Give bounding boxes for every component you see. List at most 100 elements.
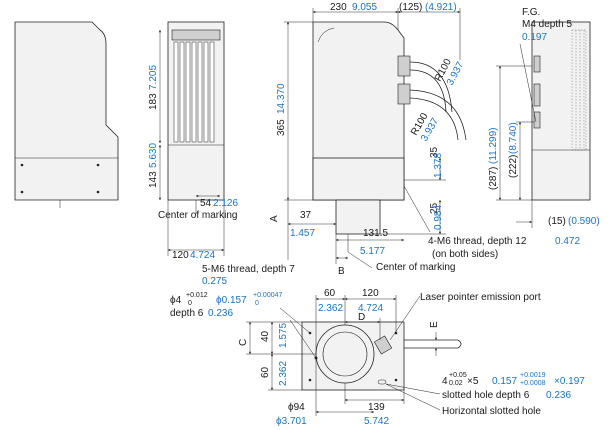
phi4-tol-upper: +0.012	[186, 292, 208, 299]
dim-183-inch: 7.205	[148, 65, 159, 90]
dim-125: (125)	[399, 2, 422, 13]
cooling-fin	[203, 41, 209, 143]
thread-hole	[308, 378, 312, 382]
phi4-inch-tol-lower: 0	[255, 300, 259, 307]
slot-length: ×5	[467, 376, 479, 387]
m6b-thread-label: 5-M6 thread, depth 7	[202, 264, 295, 275]
right-view-outline	[531, 21, 591, 201]
dim-222: (222)	[508, 155, 519, 178]
slot-leader	[385, 383, 441, 395]
left-view-hole	[96, 190, 100, 194]
dim-35-inch: 1.378	[433, 153, 444, 178]
slot-inch-length: ×0.197	[554, 376, 585, 387]
fg-thread-inch: 0.197	[522, 32, 547, 43]
dim-54: 54	[200, 198, 212, 209]
slot-width: 4	[442, 376, 448, 387]
dim-183: 183	[148, 93, 159, 110]
left-side-view	[14, 21, 119, 208]
label-b: B	[338, 266, 345, 277]
slot-inch-tol-lower: +0.0008	[520, 380, 546, 387]
m6-thread-inch: 0.472	[555, 236, 580, 247]
marking-head-body	[312, 157, 405, 201]
dim-365-inch: 14.370	[276, 83, 287, 114]
main-view-curve	[317, 27, 335, 43]
fiber-connector	[397, 83, 411, 105]
fg-thread: M4 depth 5	[522, 19, 572, 30]
dim-37-inch: 1.457	[290, 228, 315, 239]
dim-phi94-inch: ϕ3.701	[276, 416, 307, 427]
dim-phi94: ϕ94	[288, 402, 305, 413]
cooling-fin	[185, 41, 191, 143]
fiber-exit-end	[457, 339, 462, 349]
fiber-cable	[409, 97, 459, 141]
label-a: A	[269, 215, 280, 222]
slotted-hole	[377, 379, 387, 385]
dim-b60v-inch: 2.362	[278, 361, 289, 386]
fg-leader	[519, 43, 537, 123]
phi4-tol-lower: 0	[188, 300, 192, 307]
main-side-view	[284, 8, 467, 269]
slot-inch-tol-upper: +0.0019	[520, 372, 546, 379]
center-of-marking-label: Center of marking	[158, 210, 237, 221]
phi4-label: ϕ4	[170, 295, 182, 306]
front-view-top-panel	[171, 29, 221, 41]
dim-125-inch: (4.921)	[425, 2, 457, 13]
label-e: E	[429, 321, 440, 328]
dim-25: 25	[429, 202, 440, 214]
label-c: C	[238, 339, 249, 346]
left-view-hole	[96, 163, 100, 167]
dim-222-inch: (8.740)	[508, 122, 519, 154]
left-view-hole	[20, 163, 24, 167]
bottom-view	[246, 295, 462, 416]
dim-b60: 60	[324, 288, 336, 299]
dim-b139: 139	[368, 402, 385, 413]
fiber-cable	[409, 61, 453, 113]
laser-port-leader	[389, 295, 421, 341]
dim-120: 120	[172, 250, 189, 261]
left-view-outline	[14, 21, 119, 201]
dim-230-inch: 9.055	[352, 2, 377, 13]
dim-1315-inch: 5.177	[360, 246, 385, 257]
dim-143: 143	[148, 171, 159, 188]
depth6-label: depth 6	[170, 308, 204, 319]
dim-37: 37	[300, 210, 312, 221]
dim-b60-inch: 2.362	[318, 303, 343, 314]
dim-b120: 120	[362, 288, 379, 299]
cooling-fin	[209, 41, 215, 143]
dim-15-inch: (0.590)	[568, 216, 600, 227]
dim-35: 35	[429, 146, 440, 158]
right-view-connector	[533, 111, 541, 129]
lens-circle-inner	[322, 331, 368, 377]
depth6-inch: 0.236	[208, 308, 233, 319]
dim-b120-inch: 4.724	[358, 303, 383, 314]
front-view	[158, 21, 225, 256]
dim-54-inch: 2.126	[213, 198, 238, 209]
dim-15: (15)	[548, 216, 566, 227]
horizontal-slot-label: Horizontal slotted hole	[442, 406, 541, 417]
slot-depth-label: slotted hole depth 6	[442, 390, 530, 401]
fiber-cable	[409, 89, 467, 141]
fiber-connector	[397, 55, 411, 77]
center-marking-leader-2	[347, 251, 373, 269]
m6b-leader	[279, 307, 311, 334]
laser-port-label: Laser pointer emission port	[420, 292, 541, 303]
laser-pointer-port	[373, 335, 393, 355]
slot-leader	[385, 383, 441, 411]
label-d: D	[358, 312, 365, 323]
phi4-inch-tol-upper: +0.00047	[253, 292, 282, 299]
slot-inch: 0.157	[492, 376, 517, 387]
slot-tol-upper: +0.05	[449, 372, 467, 379]
cooling-fin	[173, 41, 179, 143]
dim-25-inch: 0.984	[433, 205, 444, 230]
right-side-view	[496, 21, 591, 228]
cooling-fin	[179, 41, 185, 143]
marking-head-lens	[335, 199, 381, 235]
left-view-hole	[20, 190, 24, 194]
thread-hole	[394, 378, 398, 382]
m6-thread-label: 4-M6 thread, depth 12	[428, 236, 527, 247]
slot-tol-lower: 0.02	[449, 380, 463, 387]
right-view-connector	[533, 55, 541, 73]
dim-365: 365	[276, 119, 287, 136]
bottom-view-outline	[301, 321, 405, 391]
phi4-inch: ϕ0.157	[216, 295, 247, 306]
